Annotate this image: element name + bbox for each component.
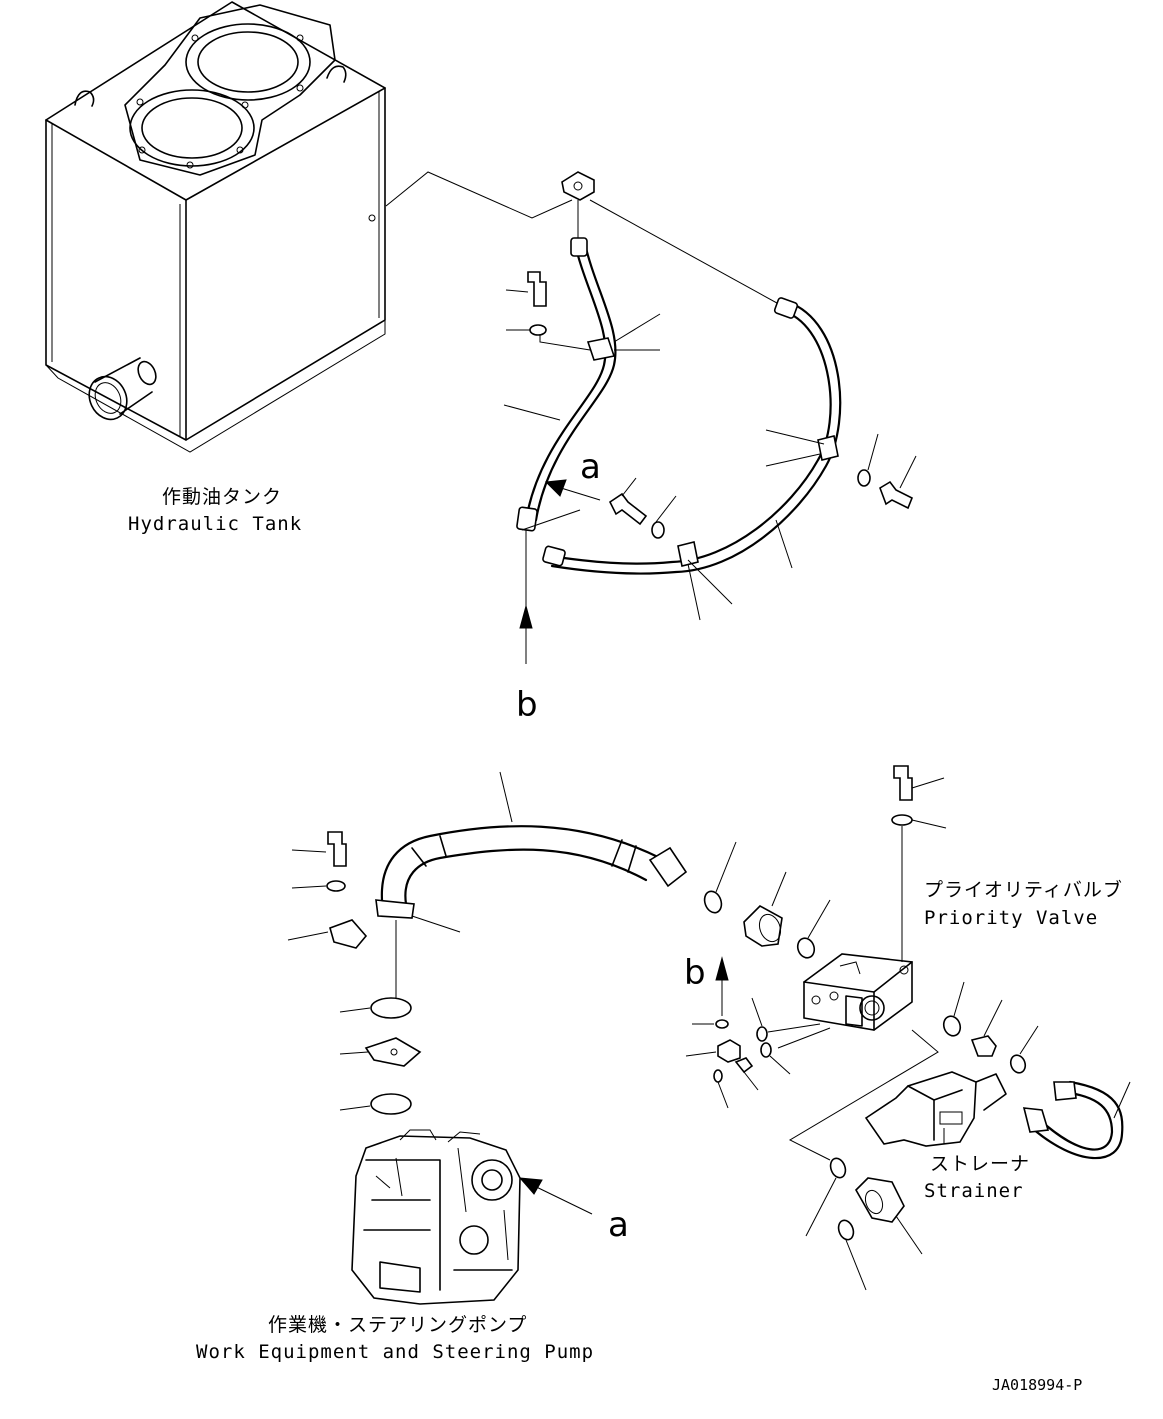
tank-leader bbox=[385, 171, 573, 219]
pump-label-en: Work Equipment and Steering Pump bbox=[196, 1341, 594, 1363]
upper-hose-assembly bbox=[503, 171, 917, 664]
hydraulic-tank-label-jp: 作動油タンク bbox=[162, 486, 282, 508]
marker-b-lower: b bbox=[684, 953, 706, 993]
pump-hose-assembly bbox=[287, 771, 688, 1305]
marker-a-lower: a bbox=[608, 1205, 629, 1245]
drawing-code: JA018994-P bbox=[992, 1376, 1082, 1394]
strainer-label-jp: ストレーナ bbox=[930, 1153, 1030, 1175]
pump-label-jp: 作業機・ステアリングポンプ bbox=[268, 1314, 527, 1336]
priority-valve-label-jp: プライオリティバルブ bbox=[924, 878, 1123, 901]
priority-valve-assembly bbox=[685, 765, 1131, 1291]
hydraulic-tank bbox=[45, 1, 386, 453]
marker-b-upper: b bbox=[516, 685, 538, 725]
strainer-label-en: Strainer bbox=[924, 1180, 1024, 1202]
priority-valve-label-en: Priority Valve bbox=[924, 907, 1098, 929]
hydraulic-tank-label-en: Hydraulic Tank bbox=[128, 513, 302, 535]
marker-a-upper: a bbox=[580, 447, 601, 487]
